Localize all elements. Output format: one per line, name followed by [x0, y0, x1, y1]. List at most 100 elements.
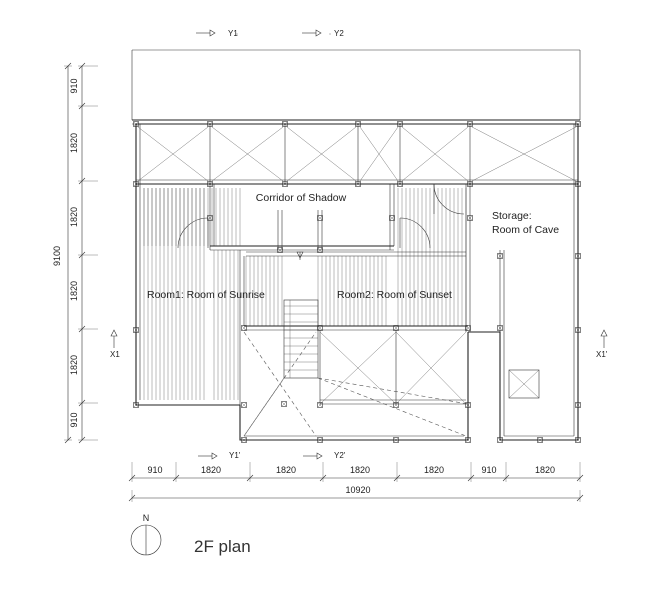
stair-outline — [283, 299, 319, 379]
column-post — [575, 121, 581, 127]
dim-h-total: 10920 — [345, 485, 370, 495]
column-post — [241, 325, 247, 331]
plan-line-14 — [359, 126, 399, 182]
plan-line-261 — [128, 474, 136, 482]
north-arrow-label: N — [143, 513, 150, 523]
plan-line-167 — [133, 121, 139, 127]
plan-line-225 — [317, 402, 323, 408]
column-post — [497, 437, 503, 443]
plan-line-247 — [133, 327, 139, 333]
plan-line-217 — [575, 253, 581, 259]
column-post — [133, 327, 139, 333]
stair-arrow — [296, 251, 304, 259]
plan-line-289 — [78, 325, 86, 333]
plan-line-205 — [467, 215, 473, 221]
plan-line-229 — [465, 402, 471, 408]
plan-line-227 — [393, 402, 399, 408]
plan-line-253 — [315, 29, 322, 37]
plan-line-158 — [243, 377, 285, 437]
plan-line-275 — [576, 474, 584, 482]
plan-line-267 — [319, 474, 327, 482]
plan-line-151 — [395, 331, 467, 405]
column-post — [317, 215, 323, 221]
plan-line-199 — [389, 215, 395, 221]
plan-line-171 — [282, 121, 288, 127]
dim-h-6: 1820 — [535, 465, 555, 475]
plan-line-285 — [78, 177, 86, 185]
plan-line-295 — [64, 62, 72, 70]
column-post — [207, 121, 213, 127]
plan-line-239 — [465, 437, 471, 443]
column-post — [282, 121, 288, 127]
column-post — [317, 402, 323, 408]
plan-line-269 — [393, 474, 401, 482]
plan-line-265 — [246, 474, 254, 482]
column-post — [537, 437, 543, 443]
dim-v-4: 1820 — [69, 355, 79, 375]
plan-line-215 — [497, 325, 503, 331]
plan-line-293 — [78, 436, 86, 444]
plan-line-211 — [393, 325, 399, 331]
column-post — [575, 327, 581, 333]
room-label-room1: Room1: Room of Sunrise — [147, 289, 265, 301]
column-post — [465, 325, 471, 331]
column-post — [389, 215, 395, 221]
plan-line-257 — [600, 329, 608, 337]
plan-line-252 — [209, 29, 216, 37]
dim-h-0: 910 — [147, 465, 162, 475]
plan-line-251 — [281, 401, 287, 407]
column-post — [317, 437, 323, 443]
plan-line-179 — [575, 121, 581, 127]
column-post — [207, 181, 213, 187]
column-post — [133, 402, 139, 408]
plan-line-297 — [64, 436, 72, 444]
plan-line-273 — [502, 474, 510, 482]
plan-line-271 — [467, 474, 475, 482]
exterior-wall-main — [135, 124, 469, 441]
dim-h-1: 1820 — [201, 465, 221, 475]
plan-line-255 — [316, 452, 323, 460]
plan-line-277 — [128, 494, 136, 502]
column-post — [393, 325, 399, 331]
plan-line-231 — [575, 402, 581, 408]
plan-line-233 — [241, 437, 247, 443]
plan-line-185 — [282, 181, 288, 187]
plan-line-165 — [508, 369, 540, 399]
dim-h-3: 1820 — [350, 465, 370, 475]
plan-line-287 — [78, 251, 86, 259]
plan-line-209 — [317, 325, 323, 331]
column-post — [397, 121, 403, 127]
plan-linework — [64, 29, 608, 502]
plan-line-237 — [393, 437, 399, 443]
dim-v-3: 1820 — [69, 281, 79, 301]
door-swing-east — [399, 217, 431, 249]
plan-line-191 — [467, 181, 473, 187]
plan-line-193 — [575, 181, 581, 187]
column-post — [497, 325, 503, 331]
plan-line-8 — [137, 126, 209, 182]
plan-line-241 — [497, 437, 503, 443]
column-post — [241, 402, 247, 408]
plan-line-279 — [576, 494, 584, 502]
plan-line-169 — [207, 121, 213, 127]
column-post — [465, 437, 471, 443]
plan-line-177 — [467, 121, 473, 127]
column-post — [575, 253, 581, 259]
plan-line-221 — [133, 402, 139, 408]
plan-line-291 — [78, 399, 86, 407]
section-mark-y1-prime: Y1' — [229, 451, 241, 460]
plan-line-235 — [317, 437, 323, 443]
plan-line-10 — [211, 126, 284, 182]
plan-line-213 — [465, 325, 471, 331]
plan-line-263 — [172, 474, 180, 482]
plan-line-254 — [211, 452, 218, 460]
dim-v-total: 9100 — [52, 246, 62, 266]
dim-v-2: 1820 — [69, 207, 79, 227]
room-label-storage-line1: Storage: — [492, 210, 532, 222]
section-mark-x1: X1 — [110, 350, 120, 359]
plan-line-243 — [537, 437, 543, 443]
plan-line-207 — [241, 325, 247, 331]
column-post — [467, 215, 473, 221]
column-post — [467, 181, 473, 187]
